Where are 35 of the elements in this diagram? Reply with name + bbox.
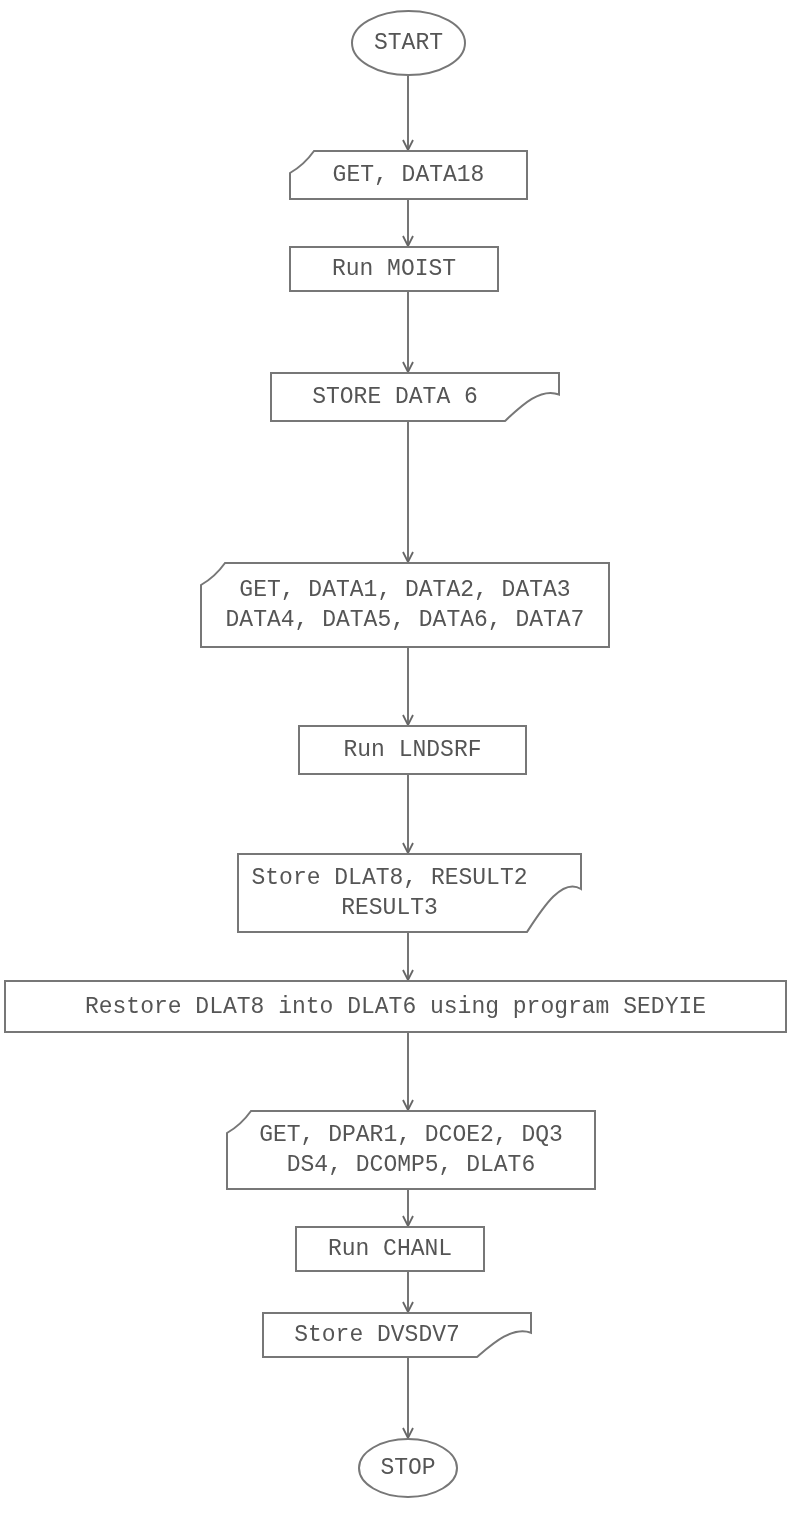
terminal-oval bbox=[351, 10, 466, 76]
node-label: GET, DATA18 bbox=[332, 161, 485, 190]
input-card bbox=[200, 562, 610, 648]
node-label: Run LNDSRF bbox=[343, 736, 482, 765]
node-label: START bbox=[374, 29, 443, 58]
arrow bbox=[402, 199, 414, 247]
arrow bbox=[402, 932, 414, 981]
process-box bbox=[289, 246, 499, 292]
arrow bbox=[402, 421, 414, 563]
output-document bbox=[262, 1312, 532, 1358]
process-box bbox=[4, 980, 787, 1033]
output-document bbox=[237, 853, 582, 933]
node-label: Store DVSDV7 bbox=[294, 1321, 460, 1350]
process-box bbox=[295, 1226, 485, 1272]
terminal-oval bbox=[358, 1438, 458, 1498]
arrow bbox=[402, 291, 414, 373]
node-label: GET, DATA1, DATA2, DATA3 DATA4, DATA5, DATA6, DATA7 bbox=[224, 576, 586, 635]
arrow bbox=[402, 1189, 414, 1227]
output-document bbox=[270, 372, 560, 422]
arrow bbox=[402, 1032, 414, 1111]
node-label: Restore DLAT8 into DLAT6 using program SEDYIE bbox=[84, 992, 707, 1022]
node-label: Run CHANL bbox=[327, 1235, 453, 1264]
arrow bbox=[402, 1357, 414, 1439]
node-label: Run MOIST bbox=[331, 255, 457, 284]
node-label: STORE DATA 6 bbox=[312, 383, 478, 412]
node-label: Store DLAT8, RESULT2 RESULT3 bbox=[250, 864, 529, 923]
arrow bbox=[402, 647, 414, 726]
input-card bbox=[289, 150, 528, 200]
input-card bbox=[226, 1110, 596, 1190]
arrow bbox=[402, 75, 414, 151]
arrow bbox=[402, 774, 414, 854]
node-label: STOP bbox=[380, 1454, 436, 1483]
node-label: GET, DPAR1, DCOE2, DQ3 DS4, DCOMP5, DLAT6 bbox=[258, 1121, 564, 1180]
arrow bbox=[402, 1271, 414, 1313]
process-box bbox=[298, 725, 527, 775]
